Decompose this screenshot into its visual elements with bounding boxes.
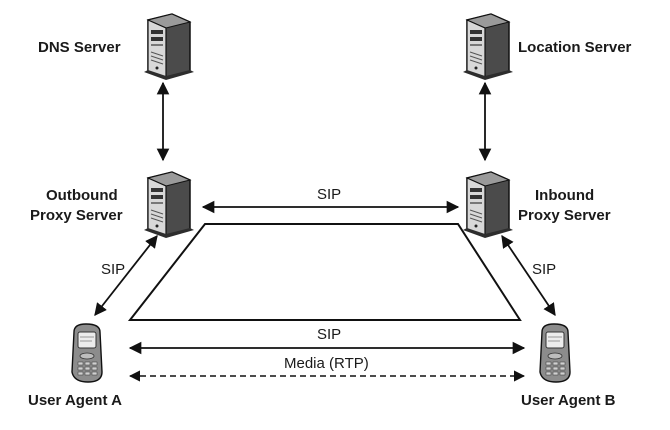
inbound-proxy-label-line1: Inbound [535,187,595,204]
outbound-proxy-label-line2: Proxy Server [30,207,123,224]
proxy-path-trapezoid [127,223,522,321]
user-agent-b-phone-icon [539,323,571,383]
inbound-to-ua-b-sip-arrow [501,234,556,317]
outbound-to-ua-a-sip-arrow [94,235,158,316]
dns-server-icon [143,13,195,81]
user-agent-a-label: User Agent A [28,392,122,409]
location-server-icon [462,13,514,81]
inbound-proxy-label-line2: Proxy Server [518,207,611,224]
user-agent-a-phone-icon [71,323,103,383]
proxy-to-proxy-sip-label: SIP [317,186,342,203]
user-agent-b-label: User Agent B [521,392,616,409]
ua-to-ua-media-label: Media (RTP) [284,355,369,372]
inbound-proxy-server-icon [462,171,514,239]
outbound-proxy-server-icon [143,171,195,239]
inbound-to-ua-b-sip-label: SIP [532,261,557,278]
outbound-to-ua-a-sip-label: SIP [101,261,126,278]
ua-to-ua-sip-label: SIP [317,326,342,343]
location-server-label: Location Server [518,39,632,56]
outbound-proxy-label-line1: Outbound [46,187,118,204]
dns-server-label: DNS Server [38,39,121,56]
